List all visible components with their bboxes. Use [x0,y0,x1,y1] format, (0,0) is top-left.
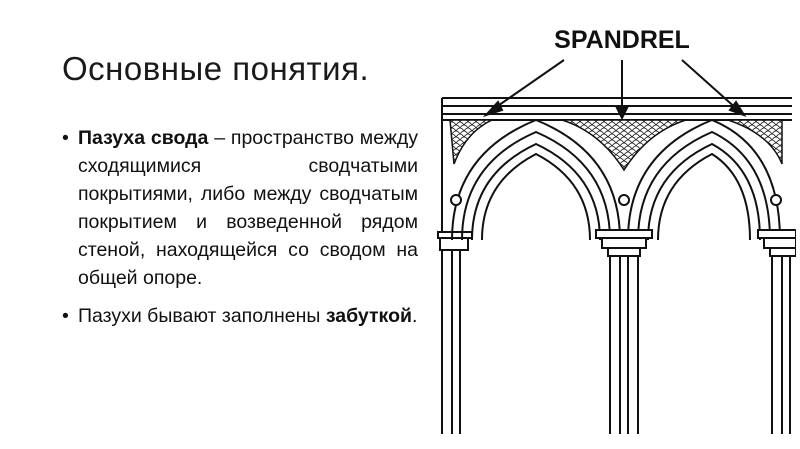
spandrel-fills [449,119,783,172]
filling-term-bold: забуткой [325,305,412,327]
bullet-item-definition: • Пазуха свода – пространство между сход… [62,124,418,292]
center-column [595,194,653,434]
bullet-list: • Пазуха свода – пространство между сход… [62,124,418,340]
spandrel-label: SPANDREL [554,26,690,54]
right-arch [627,118,781,241]
bullet-marker: • [62,305,69,327]
bullet-marker: • [62,127,69,149]
label-arrows [482,59,747,121]
gothic-arcade-spandrel-drawing-icon: SPANDREL [437,26,796,434]
left-arch [451,118,621,241]
spandrel-figure: SPANDREL [436,14,796,444]
slide-title: Основные понятия. [62,50,370,87]
term-bold: Пазуха свода [78,127,209,149]
left-pilaster [437,98,473,434]
filling-text-end: . [411,305,418,327]
bullet-item-filling: • Пазухи бывают заполнены забуткой. [62,302,418,330]
filling-text: Пазухи бывают заполнены [78,305,326,327]
left-capital [450,194,462,206]
definition-text: – пространство между сходящимися сводчат… [78,127,418,289]
right-column [757,194,796,434]
